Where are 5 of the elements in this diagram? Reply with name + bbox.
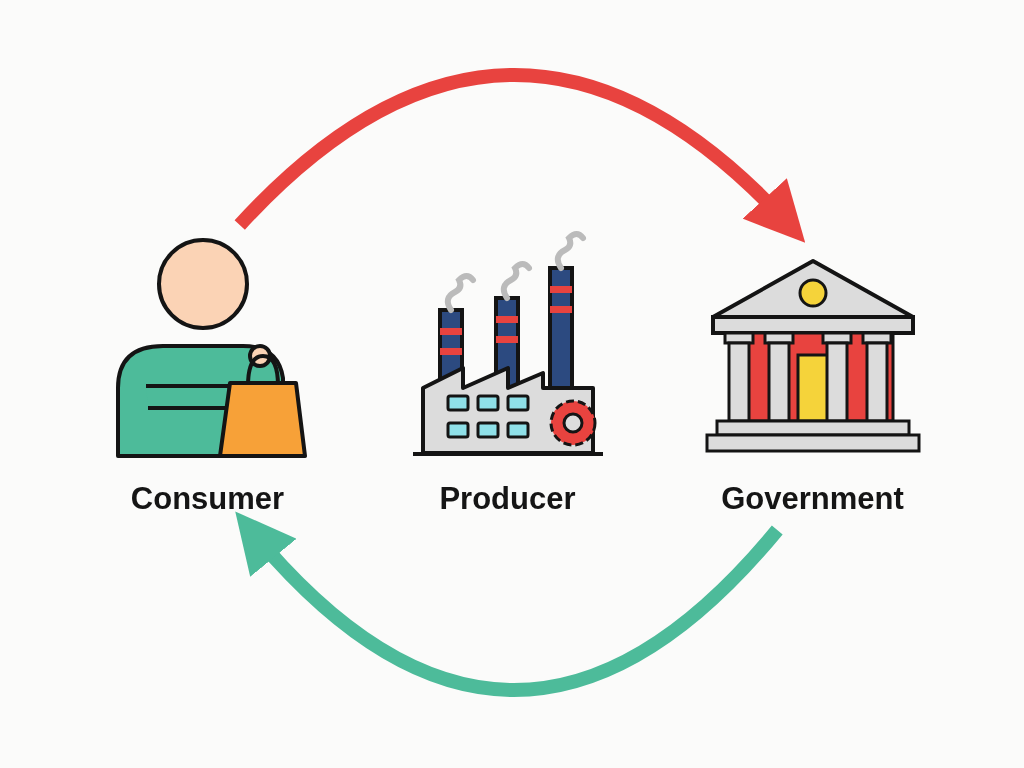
curved-arrow [234, 68, 806, 242]
node-label: Consumer [130, 479, 285, 518]
node-label: Government [721, 479, 904, 518]
node-label: Producer [439, 479, 576, 518]
curved-arrow [234, 512, 783, 697]
